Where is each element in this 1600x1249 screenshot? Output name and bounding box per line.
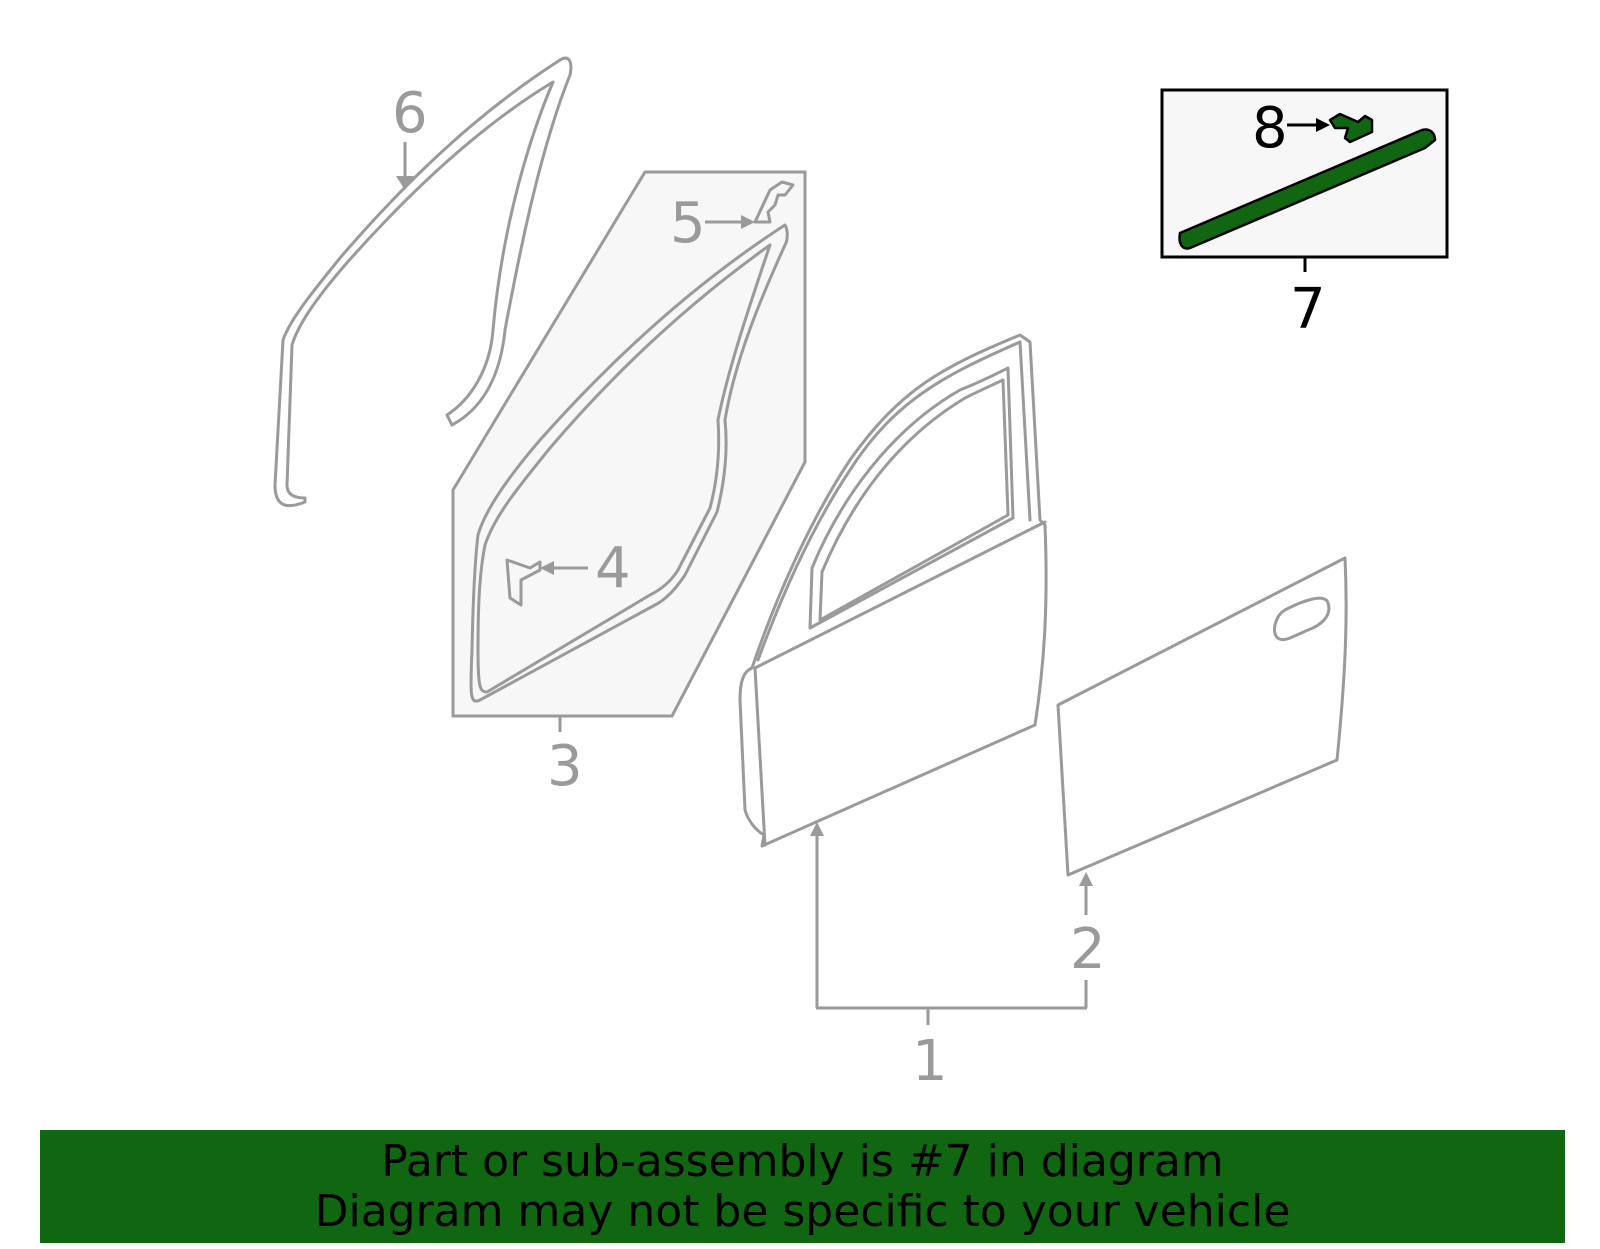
callout-1-label: 1 (912, 1029, 948, 1094)
callout-3-label: 3 (547, 734, 583, 799)
part-3-box (451, 170, 807, 718)
door-handle-recess (1273, 596, 1331, 641)
banner-line-2: Diagram may not be specific to your vehi… (314, 1185, 1291, 1237)
callout-8-arrowhead (1316, 118, 1330, 132)
callout-5-arrowhead (741, 215, 755, 229)
callout-7-label: 7 (1290, 277, 1326, 342)
banner-line-1: Part or sub-assembly is #7 in diagram (381, 1135, 1224, 1187)
callout-4-label: 4 (595, 536, 631, 601)
callout-4: 4 (540, 536, 631, 601)
callout-5-label: 5 (670, 191, 706, 256)
callout-6-arrowhead (396, 176, 414, 190)
callout-6: 6 (392, 81, 428, 190)
callout-8: 8 (1252, 96, 1330, 161)
part-5-clip[interactable] (753, 180, 795, 224)
callout-1-2-bracket: 2 1 (810, 822, 1106, 1094)
part-2-door-skin[interactable] (1056, 556, 1348, 877)
part-7-molding-box[interactable] (1160, 88, 1449, 259)
callout-3: 3 (547, 716, 583, 799)
callout-1-arrowhead (810, 822, 824, 836)
callout-7: 7 (1290, 257, 1326, 342)
parts-diagram: 6 4 5 3 (273, 56, 1449, 1094)
callout-2-arrowhead (1079, 872, 1093, 886)
callout-6-label: 6 (392, 81, 428, 146)
molding-strip (1178, 128, 1437, 250)
part-8-clip[interactable] (1328, 112, 1374, 144)
callout-2-label: 2 (1070, 917, 1106, 982)
part-6-weatherstrip[interactable] (273, 56, 573, 508)
part-4-clip[interactable] (505, 558, 542, 607)
part-1-door-shell[interactable] (738, 333, 1048, 848)
callout-5: 5 (670, 191, 755, 256)
info-banner: Part or sub-assembly is #7 in diagram Di… (40, 1130, 1565, 1243)
part-3-assembly-box[interactable] (451, 170, 807, 718)
callout-4-arrowhead (540, 561, 554, 575)
callout-8-label: 8 (1252, 96, 1288, 161)
